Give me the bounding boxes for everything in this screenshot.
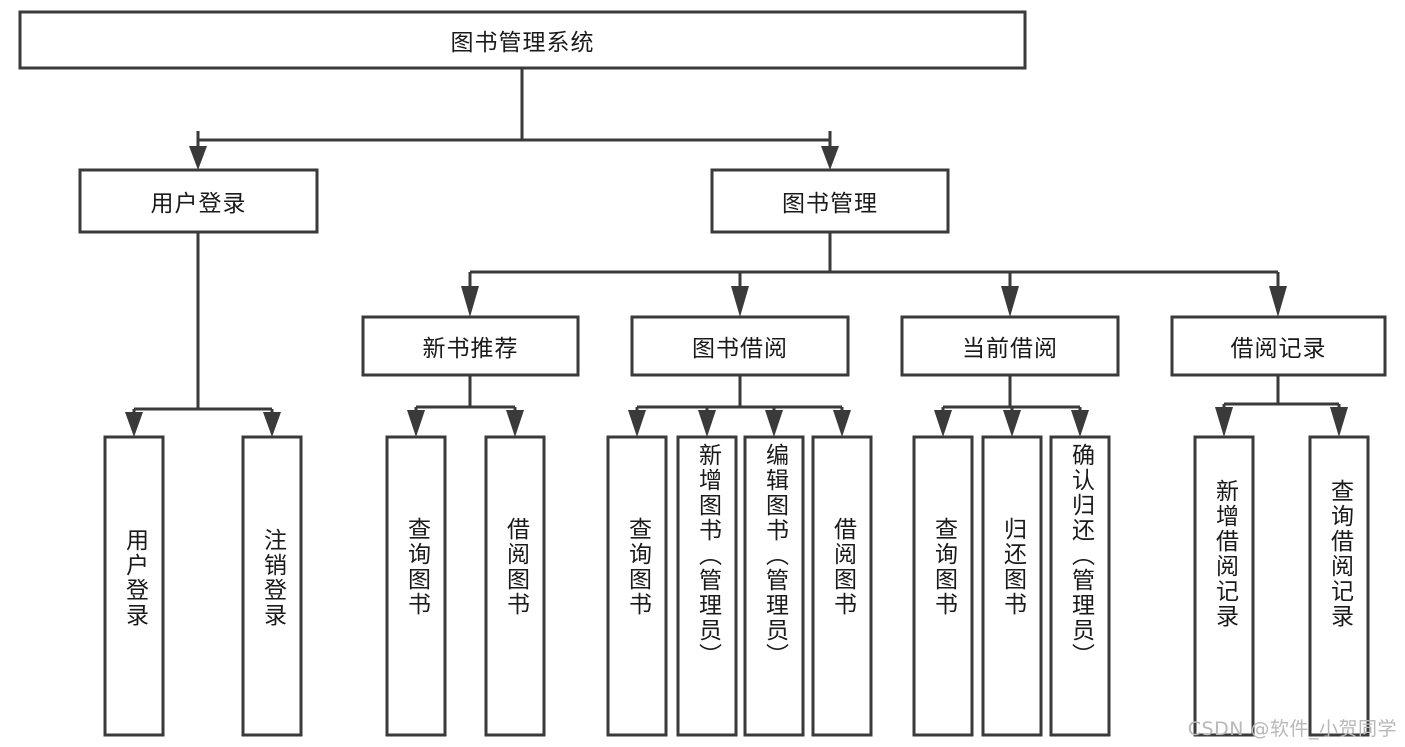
arrow-head-leaf-query-book-borrow: [628, 410, 646, 437]
node-box-leaf-borrow-book-rec[interactable]: [484, 435, 546, 737]
node-box-new-book-recommend[interactable]: [361, 315, 580, 377]
node-box-root[interactable]: [18, 10, 1027, 70]
arrow-head-leaf-query-book-rec: [407, 410, 425, 437]
arrow-head-leaf-confirm-return-admin: [1071, 410, 1089, 437]
node-box-leaf-edit-book-admin[interactable]: [743, 435, 805, 737]
node-box-leaf-add-book-admin[interactable]: [676, 435, 738, 737]
connector-group-borrow-records: [1215, 375, 1348, 437]
arrow-head-user-login: [189, 146, 207, 170]
arrow-head-leaf-user-login: [125, 412, 143, 437]
node-box-leaf-user-login[interactable]: [103, 435, 165, 737]
arrow-head-leaf-user-logout: [263, 412, 281, 437]
connector-group-current-borrow: [934, 375, 1089, 437]
arrow-head-leaf-borrow-book-rec: [506, 410, 524, 437]
arrow-head-leaf-add-borrow-record: [1215, 407, 1233, 437]
node-box-leaf-query-borrow-record[interactable]: [1308, 435, 1370, 737]
connector-group-new-book-recommend: [407, 375, 524, 437]
arrow-head-leaf-return-book: [1003, 410, 1021, 437]
arrow-head-leaf-query-borrow-record: [1330, 407, 1348, 437]
arrow-head-new-book-recommend: [461, 286, 479, 317]
connector-group-root: [189, 68, 839, 170]
node-box-borrow-records[interactable]: [1170, 315, 1387, 377]
node-box-leaf-query-book-current[interactable]: [912, 435, 974, 737]
node-box-leaf-return-book[interactable]: [981, 435, 1043, 737]
arrow-head-borrow-records: [1269, 286, 1287, 317]
node-box-leaf-borrow-book[interactable]: [811, 435, 873, 737]
connector-group-book-borrow: [628, 375, 851, 437]
node-box-book-borrow[interactable]: [630, 315, 850, 377]
connector-group-book-manage: [461, 232, 1287, 317]
arrow-head-book-manage: [821, 146, 839, 170]
arrow-head-current-borrow: [1001, 286, 1019, 317]
arrow-head-leaf-query-book-current: [934, 410, 952, 437]
node-box-book-manage[interactable]: [710, 168, 950, 234]
node-box-leaf-confirm-return-admin[interactable]: [1049, 435, 1111, 737]
arrow-head-leaf-borrow-book: [833, 410, 851, 437]
node-box-leaf-add-borrow-record[interactable]: [1193, 435, 1255, 737]
node-box-leaf-query-book-rec[interactable]: [385, 435, 447, 737]
node-box-user-login[interactable]: [78, 168, 319, 234]
arrow-head-book-borrow: [731, 286, 749, 317]
node-box-leaf-query-book-borrow[interactable]: [606, 435, 668, 737]
arrow-head-leaf-add-book-admin: [698, 410, 716, 437]
connector-group-user-login: [125, 232, 281, 437]
arrow-head-leaf-edit-book-admin: [765, 410, 783, 437]
node-box-current-borrow[interactable]: [900, 315, 1120, 377]
csdn-watermark: CSDN @软件_小贺同学: [1187, 718, 1397, 740]
node-box-leaf-user-logout[interactable]: [241, 435, 303, 737]
